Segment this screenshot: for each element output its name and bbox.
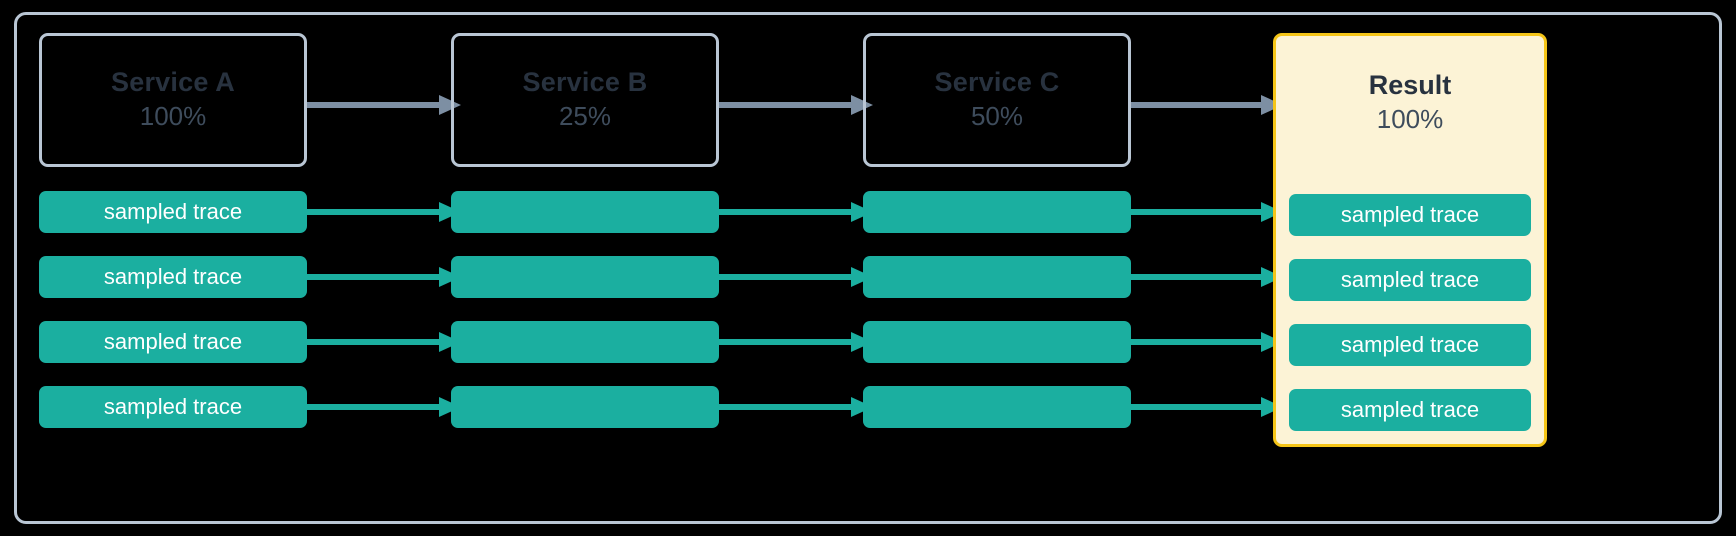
trace-bar[interactable]: sampled trace [1289,259,1531,301]
column-service-c: Service C 50% [863,15,1131,521]
trace-bar[interactable] [863,321,1131,363]
flow-arrow-trace-a-to-b [307,395,461,419]
service-name-c: Service C [934,67,1060,98]
service-box-c[interactable]: Service C 50% [863,33,1131,167]
trace-bar[interactable]: sampled trace [39,256,307,298]
flow-arrow-trace-b-to-c [719,395,873,419]
column-result: Result 100% sampled trace sampled trace … [1273,15,1547,521]
flow-arrow-trace-a-to-b [307,330,461,354]
trace-bar[interactable]: sampled trace [39,386,307,428]
result-name: Result [1368,70,1452,101]
flow-arrow-trace-c-to-result [1131,265,1283,289]
service-box-a[interactable]: Service A 100% [39,33,307,167]
flow-arrow-trace-b-to-c [719,265,873,289]
flow-arrow-trace-a-to-b [307,265,461,289]
service-box-b[interactable]: Service B 25% [451,33,719,167]
trace-bar[interactable] [451,256,719,298]
trace-bar[interactable]: sampled trace [1289,389,1531,431]
flow-arrow-header-a-to-b [307,93,461,117]
trace-bar[interactable] [451,191,719,233]
column-service-a: Service A 100% sampled trace sampled tra… [39,15,307,521]
service-name-a: Service A [111,67,235,98]
trace-bar[interactable]: sampled trace [39,191,307,233]
trace-bar[interactable]: sampled trace [1289,324,1531,366]
flow-arrow-trace-b-to-c [719,330,873,354]
service-name-b: Service B [522,67,648,98]
flow-arrow-trace-a-to-b [307,200,461,224]
trace-bar[interactable] [451,386,719,428]
service-rate-b: 25% [558,100,612,131]
service-rate-a: 100% [139,100,207,131]
trace-bar[interactable] [451,321,719,363]
flow-arrow-trace-c-to-result [1131,395,1283,419]
flow-arrow-header-b-to-c [719,93,873,117]
column-service-b: Service B 25% [451,15,719,521]
sampling-diagram: Service A 100% sampled trace sampled tra… [14,12,1722,524]
trace-bar[interactable] [863,256,1131,298]
trace-bar[interactable] [863,191,1131,233]
result-box[interactable]: Result 100% sampled trace sampled trace … [1273,33,1547,447]
flow-arrow-trace-b-to-c [719,200,873,224]
result-rate: 100% [1376,103,1444,134]
flow-arrow-trace-c-to-result [1131,330,1283,354]
trace-bar[interactable] [863,386,1131,428]
result-header: Result 100% [1276,36,1544,170]
flow-arrow-trace-c-to-result [1131,200,1283,224]
trace-bar[interactable]: sampled trace [1289,194,1531,236]
trace-bar[interactable]: sampled trace [39,321,307,363]
service-rate-c: 50% [970,100,1024,131]
flow-arrow-header-c-to-result [1131,93,1283,117]
